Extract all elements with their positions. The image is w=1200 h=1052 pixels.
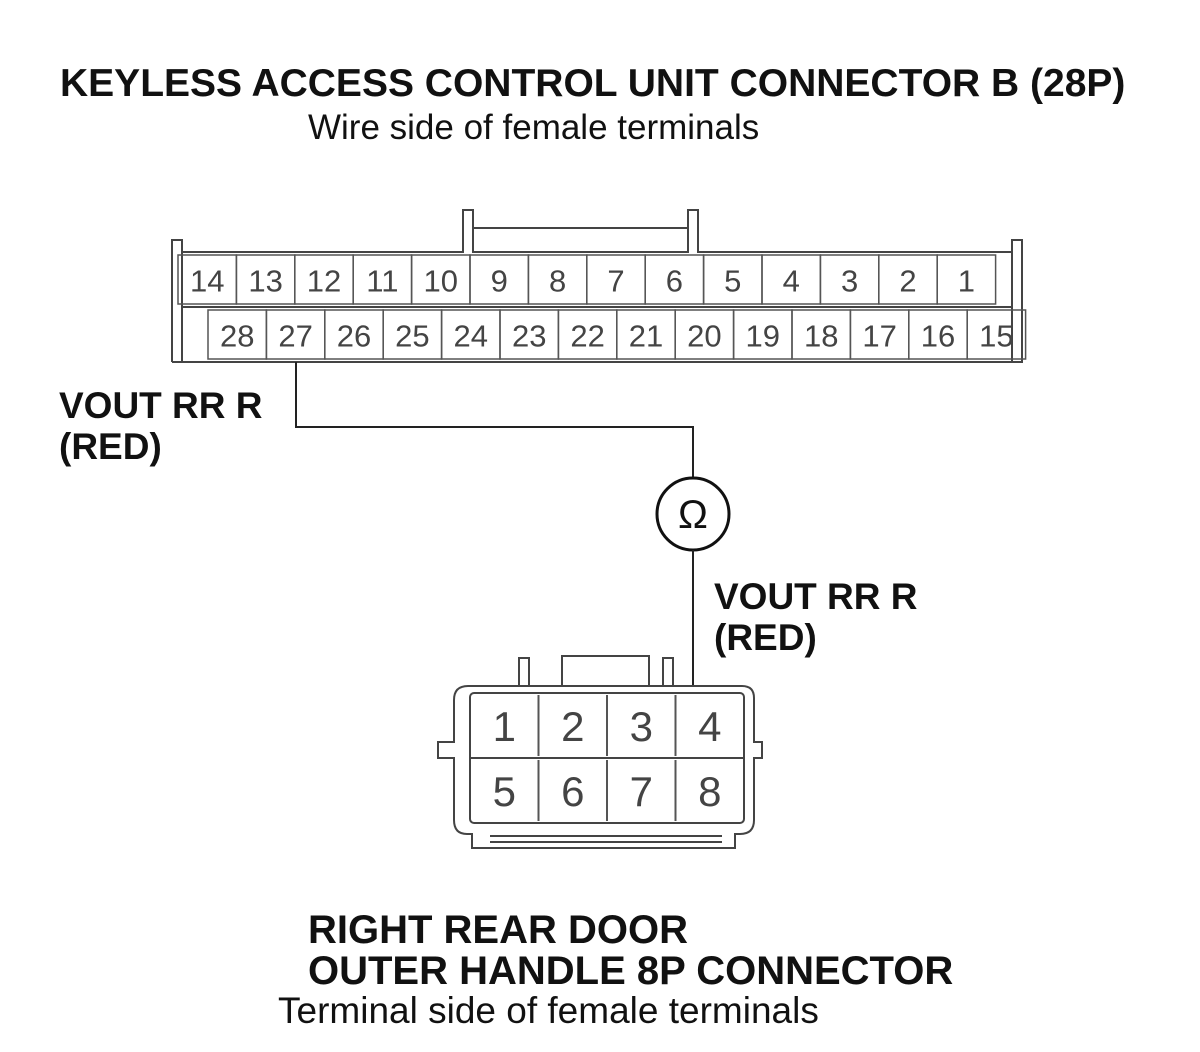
- ohmmeter-icon: Ω: [655, 476, 731, 552]
- pin-b-label: 6: [666, 263, 683, 298]
- pin-b-label: 13: [248, 263, 282, 298]
- pin-b-label: 9: [491, 263, 508, 298]
- pin-8p-5: 5: [493, 768, 516, 815]
- pin-b-label: 16: [921, 318, 955, 353]
- connector-b-row1: 14 13 12 11 10 9 8 7 6 5 4 3 2 1: [177, 254, 997, 305]
- pin-b-label: 17: [862, 318, 896, 353]
- pin-b-label: 4: [783, 263, 800, 298]
- pin-b-label: 27: [278, 318, 312, 353]
- pin-b-label: 15: [979, 318, 1013, 353]
- pin-8p-1: 1: [493, 703, 516, 750]
- pin-8p-8: 8: [698, 768, 721, 815]
- pin-b-label: 28: [220, 318, 254, 353]
- svg-text:Ω: Ω: [678, 493, 708, 537]
- wire-label-bottom-name: VOUT RR R: [714, 576, 918, 617]
- pin-b-label: 26: [337, 318, 371, 353]
- pin-b-label: 10: [424, 263, 458, 298]
- connector-8p-subtitle: Terminal side of female terminals: [278, 990, 819, 1031]
- pin-b-label: 11: [366, 263, 398, 298]
- connector-8p-title-line2: OUTER HANDLE 8P CONNECTOR: [308, 949, 954, 993]
- pin-8p-2: 2: [561, 703, 584, 750]
- pin-b-label: 12: [307, 263, 341, 298]
- pin-b-label: 20: [687, 318, 721, 353]
- pin-b-label: 23: [512, 318, 546, 353]
- pin-b-label: 7: [607, 263, 624, 298]
- connector-b-title: KEYLESS ACCESS CONTROL UNIT CONNECTOR B …: [60, 62, 1126, 105]
- pin-b-label: 1: [958, 263, 975, 298]
- pin-b-label: 2: [899, 263, 916, 298]
- wire-label-top-name: VOUT RR R: [59, 385, 263, 426]
- pin-8p-4: 4: [698, 703, 721, 750]
- pin-b-label: 22: [570, 318, 604, 353]
- wire-label-top-color: (RED): [59, 426, 162, 467]
- connector-8p-title-line1: RIGHT REAR DOOR: [308, 908, 688, 952]
- pin-b-label: 21: [629, 318, 663, 353]
- pin-b-label: 5: [724, 263, 741, 298]
- pin-8p-3: 3: [630, 703, 653, 750]
- connector-b-subtitle: Wire side of female terminals: [308, 108, 760, 147]
- connector-b-row2: 28 27 26 25 24 23 22 21 20 19 18 17 16 15: [207, 309, 1027, 360]
- pin-b-1: [936, 254, 997, 305]
- pin-b-label: 19: [746, 318, 780, 353]
- pin-8p-6: 6: [561, 768, 584, 815]
- wire-label-bottom-color: (RED): [714, 617, 817, 658]
- wire-top: [295, 362, 694, 479]
- pin-b-label: 25: [395, 318, 429, 353]
- pin-b-label: 8: [549, 263, 566, 298]
- pin-b-label: 18: [804, 318, 838, 353]
- pin-b-label: 24: [454, 318, 488, 353]
- pin-b-label: 14: [190, 263, 224, 298]
- pin-b-label: 3: [841, 263, 858, 298]
- pin-b-15: [966, 309, 1027, 360]
- pin-8p-7: 7: [630, 768, 653, 815]
